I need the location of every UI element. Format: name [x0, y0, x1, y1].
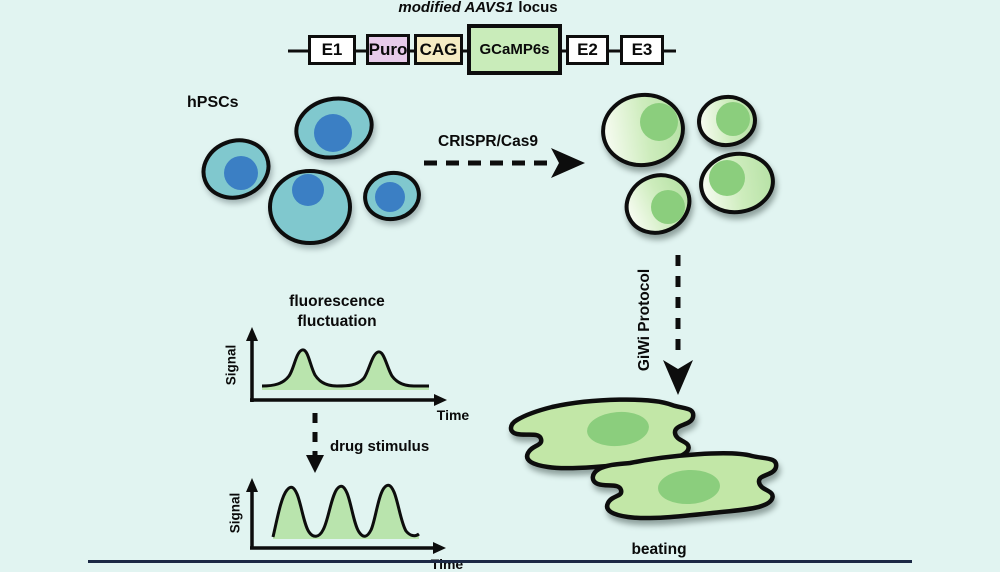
hpsc-cell-cluster — [201, 96, 421, 245]
chart-1-xlabel: Time — [436, 407, 470, 423]
crispr-label: CRISPR/Cas9 — [438, 133, 538, 150]
construct-segment-e1: E1 — [308, 35, 356, 65]
construct-segment-e2-label: E2 — [577, 40, 598, 59]
chart-1 — [246, 327, 447, 406]
construct-segment-gcamp6s: GCaMP6s — [467, 24, 562, 75]
chart-1-title-line1: fluorescence — [289, 293, 385, 310]
chart-1-ylabel: Signal — [223, 344, 239, 386]
figure-title-italic: modified AAVS1 — [398, 0, 514, 16]
chart-1-trace — [261, 348, 429, 388]
construct-segment-cag: CAG — [414, 34, 463, 65]
construct-segment-e3: E3 — [620, 35, 664, 65]
beating-label: beating — [631, 541, 687, 558]
construct-segment-puro: Puro — [366, 34, 410, 65]
construct-segment-e2: E2 — [566, 35, 609, 65]
bottom-bar — [88, 560, 912, 563]
construct-segment-puro-label: Puro — [368, 39, 408, 59]
construct-segment-cag-label: CAG — [419, 39, 458, 59]
drug-stimulus-arrow — [306, 413, 324, 473]
chart-2-ylabel: Signal — [227, 492, 243, 534]
giwi-arrow — [663, 255, 693, 395]
hpsc-label: hPSCs — [187, 94, 239, 111]
construct-segment-gcamp6s-label: GCaMP6s — [479, 41, 550, 58]
chart-1-area — [262, 349, 429, 390]
cardiomyocyte-cells — [508, 397, 779, 521]
figure-title-normal: locus — [518, 0, 558, 16]
chart-2-area — [273, 485, 419, 539]
giwi-label: GiWi Protocol — [636, 268, 653, 372]
chart-2-xlabel: Time — [430, 556, 464, 572]
construct-segment-e3-label: E3 — [631, 40, 653, 59]
gcamp-cell-cluster — [601, 92, 775, 235]
chart-2-trace — [271, 483, 420, 538]
chart-1-title-line2: fluctuation — [297, 313, 377, 330]
crispr-arrow — [424, 148, 585, 178]
drug-stimulus-label: drug stimulus — [330, 438, 430, 455]
chart-2 — [246, 478, 446, 554]
construct-segment-e1-label: E1 — [321, 40, 343, 59]
